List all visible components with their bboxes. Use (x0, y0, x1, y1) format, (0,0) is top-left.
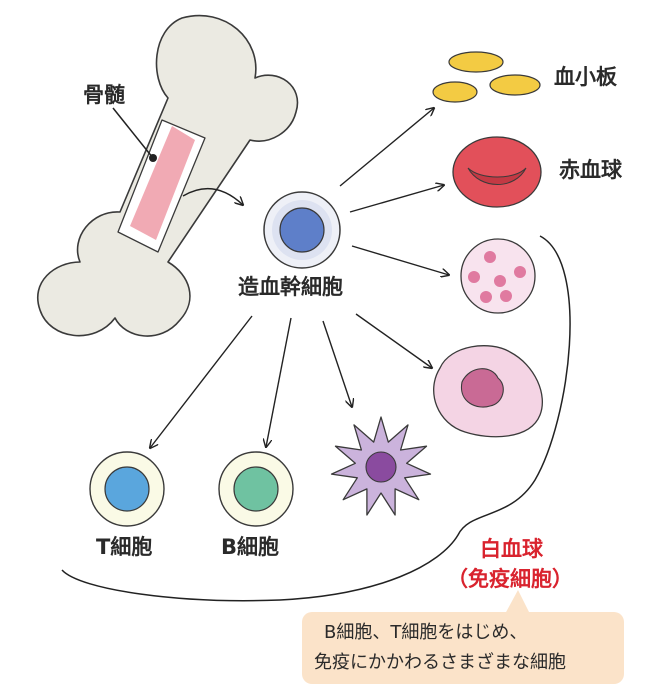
bone-marrow (130, 126, 195, 240)
t-cell-label: T細胞 (96, 535, 153, 559)
white-blood-cell-label: 白血球 (480, 537, 543, 561)
bone-marrow-label: 骨髄 (83, 83, 125, 107)
callout-line-2: 免疫にかかわるさまざまな細胞 (314, 652, 566, 673)
callout-box: B細胞、T細胞をはじめ、 免疫にかかわるさまざまな細胞 (302, 612, 624, 684)
dendritic-cell (330, 416, 432, 516)
b-cell (218, 451, 294, 527)
platelet-label: 血小板 (554, 65, 617, 89)
white-blood-cell-brace (61, 235, 571, 602)
b-cell-label: B細胞 (221, 535, 280, 559)
macrophage-cell (433, 345, 543, 438)
callout-pointer (505, 590, 530, 614)
stem-cell (263, 191, 341, 269)
immune-cell-label: （免疫細胞） (447, 567, 573, 591)
t-cell (89, 451, 165, 527)
stem-cell-label: 造血幹細胞 (238, 275, 343, 299)
red-blood-cell (452, 136, 542, 208)
red-blood-cell-label: 赤血球 (559, 158, 622, 182)
platelets (432, 51, 541, 103)
bone (37, 14, 299, 337)
granulocyte-cell (460, 238, 536, 314)
callout-line-1: B細胞、T細胞をはじめ、 (324, 622, 528, 643)
arrows (150, 108, 449, 448)
